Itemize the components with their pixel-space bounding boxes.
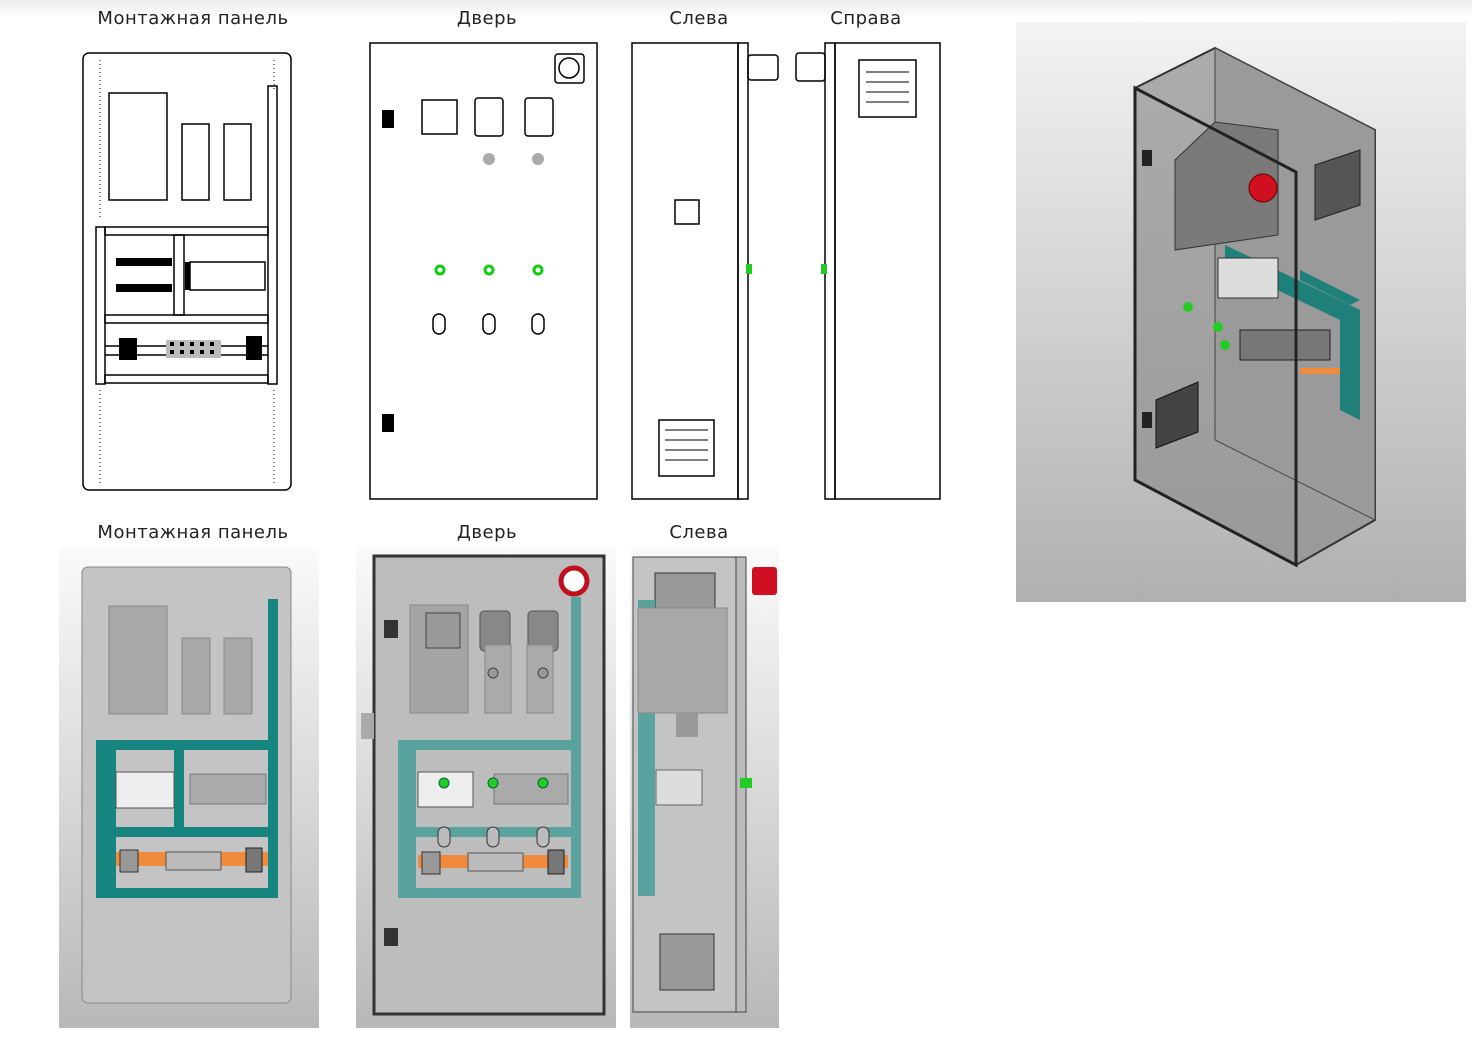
mounting-panel-drawing	[82, 52, 292, 491]
indicator-led-side	[746, 264, 752, 274]
title-door-3d: Дверь	[456, 522, 518, 543]
title-mounting-panel: Монтажная панель	[97, 8, 289, 29]
left-side-drawing	[631, 42, 779, 500]
render-mounting-panel	[81, 566, 292, 1004]
title-right: Справа	[830, 8, 902, 29]
indicator-led-side-right	[821, 264, 827, 274]
door-drawing	[369, 42, 598, 500]
title-left-3d: Слева	[669, 522, 729, 543]
title-door: Дверь	[456, 8, 518, 29]
render-left-side	[632, 556, 777, 1013]
render-isometric-cabinet	[1133, 46, 1376, 568]
render-door	[361, 554, 606, 1016]
top-fade	[0, 0, 1472, 18]
estop-button	[558, 565, 590, 597]
title-mounting-panel-3d: Монтажная панель	[97, 522, 289, 543]
right-side-drawing	[795, 42, 941, 500]
title-left: Слева	[669, 8, 729, 29]
